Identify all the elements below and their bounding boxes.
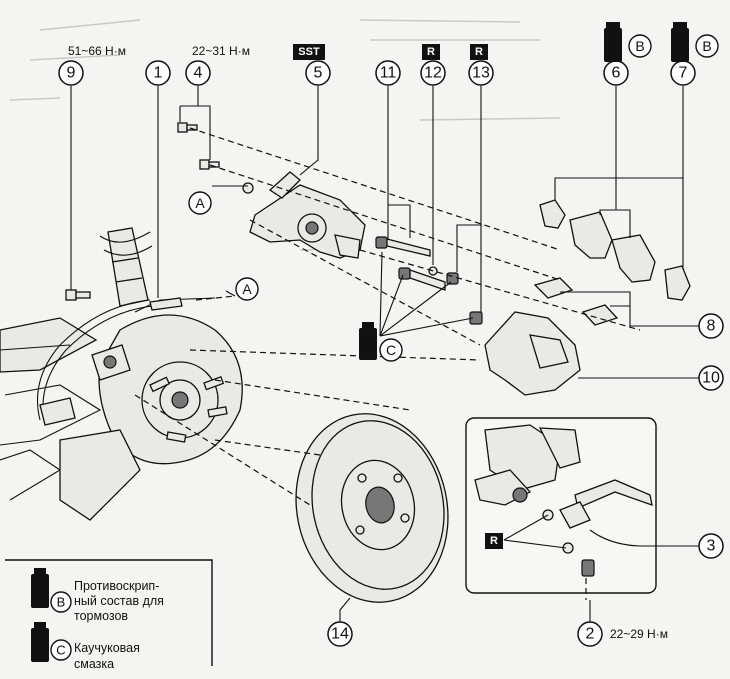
svg-text:13: 13 <box>472 65 490 82</box>
callout-3: 3 <box>698 533 724 559</box>
callout-a-cable: A <box>235 277 259 301</box>
legend-b-line1: Противоскрип- <box>74 579 159 593</box>
svg-text:5: 5 <box>314 65 323 82</box>
tag-sst: SST <box>293 44 325 60</box>
pad-clips-8 <box>533 277 619 326</box>
svg-text:2: 2 <box>586 626 595 643</box>
callout-9: 9 <box>58 60 84 86</box>
guide-pins <box>375 236 483 325</box>
callout-6: 6 <box>603 60 629 86</box>
leader-lines <box>70 86 699 640</box>
svg-text:6: 6 <box>612 65 621 82</box>
svg-text:R: R <box>427 46 435 58</box>
svg-text:B: B <box>57 595 66 610</box>
inset-detail-box <box>465 417 657 594</box>
svg-text:A: A <box>242 281 252 297</box>
svg-text:4: 4 <box>194 65 203 82</box>
caliper-bracket <box>484 311 581 396</box>
callout-2: 2 <box>577 621 603 647</box>
svg-text:3: 3 <box>707 538 716 555</box>
callout-11: 11 <box>375 60 401 86</box>
callout-14: 14 <box>327 621 353 647</box>
svg-text:R: R <box>490 535 498 547</box>
legend-c-line1: Каучуковая <box>74 641 140 655</box>
svg-text:C: C <box>386 342 396 358</box>
grease-tube-b-icon-6: B <box>604 22 652 62</box>
torque-4: 22~31 Н·м <box>192 44 250 58</box>
svg-text:1: 1 <box>154 65 163 82</box>
tag-r-inset: R <box>485 533 503 549</box>
tag-r-13: R <box>470 44 488 60</box>
legend: B Противоскрип- ный состав для тормозов … <box>5 559 213 671</box>
grease-tube-b-icon-7: B <box>671 22 719 62</box>
brake-pads <box>539 199 691 301</box>
callout-7: 7 <box>670 60 696 86</box>
grease-tube-c-icon: C <box>359 322 403 362</box>
parking-brake-cable <box>134 297 216 313</box>
legend-b-line3: тормозов <box>74 609 128 623</box>
svg-text:9: 9 <box>67 65 76 82</box>
svg-text:12: 12 <box>424 65 442 82</box>
torque-2: 22~29 Н·м <box>610 627 668 641</box>
svg-text:B: B <box>635 38 644 54</box>
callout-10: 10 <box>698 365 724 391</box>
svg-text:7: 7 <box>679 65 688 82</box>
assembly-lines <box>134 127 641 600</box>
legend-c-line2: смазка <box>74 657 114 671</box>
callout-5: 5 <box>305 60 331 86</box>
bolt-9 <box>65 289 91 301</box>
callout-8: 8 <box>698 313 724 339</box>
torque-9: 51~66 Н·м <box>68 44 126 58</box>
callout-12: 12 <box>420 60 446 86</box>
svg-text:R: R <box>475 46 483 58</box>
svg-text:11: 11 <box>380 65 397 82</box>
svg-text:C: C <box>56 643 65 658</box>
brake-disc <box>295 413 449 603</box>
svg-text:10: 10 <box>702 370 720 387</box>
bolts-4 <box>177 122 220 170</box>
callout-1: 1 <box>145 60 171 86</box>
caliper-body <box>242 171 366 259</box>
legend-b-line2: ный состав для <box>74 594 164 608</box>
knuckle-assembly <box>0 227 243 521</box>
callout-4: 4 <box>185 60 211 86</box>
callout-13: 13 <box>468 60 494 86</box>
svg-text:B: B <box>702 38 711 54</box>
tag-r-12: R <box>422 44 440 60</box>
callout-a-caliper: A <box>188 191 212 215</box>
svg-text:14: 14 <box>331 626 349 643</box>
svg-text:8: 8 <box>707 318 716 335</box>
svg-text:SST: SST <box>298 46 320 58</box>
svg-text:A: A <box>195 195 205 211</box>
